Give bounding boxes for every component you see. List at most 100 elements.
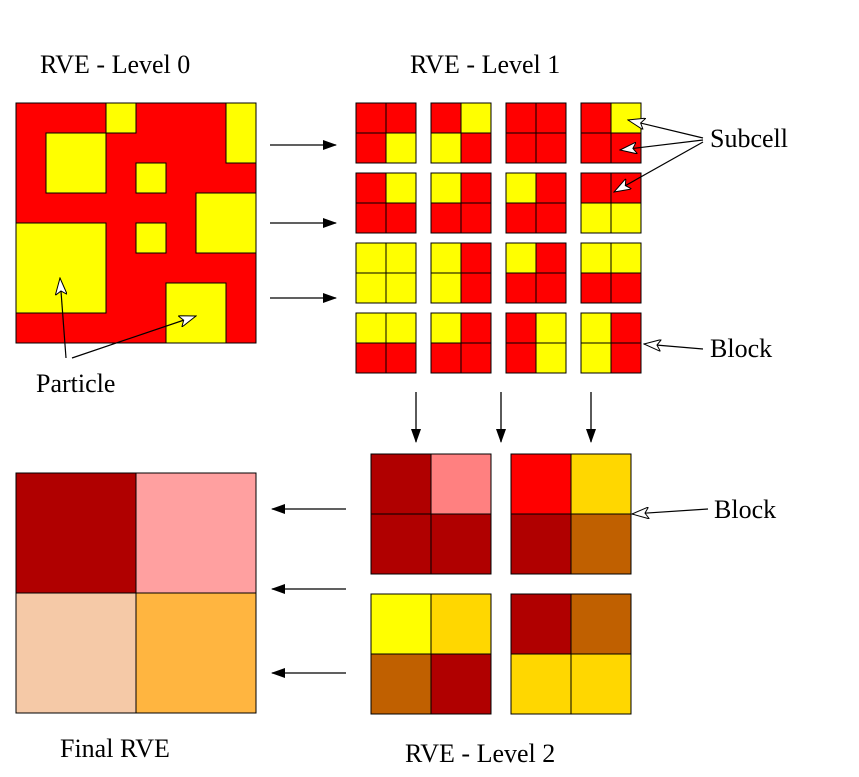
level1-subcell <box>610 342 642 374</box>
level1-subcell <box>385 312 417 344</box>
level1-subcell <box>355 342 387 374</box>
arrows-level2-to-final <box>271 504 346 678</box>
level0-particle <box>45 132 107 194</box>
level1-subcell <box>355 132 387 164</box>
level1-subcell <box>355 172 387 204</box>
level1-block <box>580 242 642 304</box>
particle-pointer <box>60 278 66 359</box>
level2-subcell <box>370 453 432 515</box>
level1-subcell <box>430 312 462 344</box>
level2-block <box>510 593 632 715</box>
level1-subcell <box>535 272 567 304</box>
level1-block <box>580 312 642 374</box>
level1-block <box>430 172 492 234</box>
level2-subcell <box>570 593 632 655</box>
particle-label: Particle <box>36 369 115 398</box>
level1-block <box>430 312 492 374</box>
level2-subcell <box>570 453 632 515</box>
level2-block <box>510 453 632 575</box>
level1-subcell <box>610 312 642 344</box>
level1-subcell <box>535 202 567 234</box>
level1-subcell <box>535 312 567 344</box>
level1-subcell <box>505 342 537 374</box>
level1-subcell <box>355 242 387 274</box>
level0-title: RVE - Level 0 <box>40 50 190 79</box>
final-title: Final RVE <box>60 734 170 763</box>
level1-subcell <box>535 342 567 374</box>
final-cell <box>135 592 257 714</box>
level0-particle <box>105 102 137 134</box>
level1-block <box>355 312 417 374</box>
level1-rve <box>355 102 642 374</box>
particle-pointer <box>71 316 196 359</box>
level1-subcell <box>580 132 612 164</box>
level1-subcell <box>430 172 462 204</box>
block-level1-pointer <box>644 344 704 349</box>
subcell-pointer <box>614 141 704 192</box>
level1-block <box>430 102 492 164</box>
subcell-pointer <box>620 139 704 150</box>
final-cell <box>15 592 137 714</box>
level1-subcell <box>430 342 462 374</box>
level1-subcell <box>385 102 417 134</box>
level0-particle <box>135 162 167 194</box>
level2-subcell <box>370 653 432 715</box>
level1-block <box>505 242 567 304</box>
level1-subcell <box>430 272 462 304</box>
level1-subcell <box>580 202 612 234</box>
level2-subcell <box>570 653 632 715</box>
level0-particle <box>225 102 257 164</box>
level1-subcell <box>460 102 492 134</box>
level2-block <box>370 593 492 715</box>
level1-subcell <box>355 312 387 344</box>
level2-rve <box>370 453 632 715</box>
level0-particle <box>165 282 227 344</box>
level1-block <box>355 242 417 304</box>
level1-subcell <box>385 272 417 304</box>
level1-block <box>505 102 567 164</box>
level1-subcell <box>610 202 642 234</box>
level2-subcell <box>430 593 492 655</box>
block-level2-label: Block <box>714 495 776 524</box>
final-rve <box>15 472 257 714</box>
level1-block <box>430 242 492 304</box>
level1-block <box>580 102 642 164</box>
level1-block <box>505 312 567 374</box>
level0-particle <box>15 222 107 314</box>
level0-particle <box>135 222 167 254</box>
level2-subcell <box>570 513 632 575</box>
level2-subcell <box>430 513 492 575</box>
subcell-label: Subcell <box>710 124 788 153</box>
level1-subcell <box>610 102 642 134</box>
level2-block <box>370 453 492 575</box>
level1-subcell <box>385 242 417 274</box>
level1-subcell <box>610 272 642 304</box>
level2-subcell <box>510 453 572 515</box>
level2-subcell <box>430 653 492 715</box>
level1-subcell <box>610 242 642 274</box>
level0-particle <box>195 192 257 254</box>
level1-subcell <box>385 132 417 164</box>
level1-subcell <box>535 132 567 164</box>
level1-subcell <box>505 242 537 274</box>
level2-subcell <box>510 653 572 715</box>
block-level2-pointer <box>632 509 709 514</box>
level1-block <box>355 172 417 234</box>
level1-subcell <box>505 312 537 344</box>
level1-block <box>505 172 567 234</box>
level2-subcell <box>370 513 432 575</box>
final-cell <box>135 472 257 594</box>
level1-block <box>355 102 417 164</box>
level2-subcell <box>430 453 492 515</box>
level1-subcell <box>355 102 387 134</box>
arrows-level1-to-level2 <box>411 392 596 443</box>
level1-subcell <box>505 272 537 304</box>
block-level1-label: Block <box>710 334 772 363</box>
level1-subcell <box>535 242 567 274</box>
level1-subcell <box>535 102 567 134</box>
annotation-pointers <box>60 120 709 514</box>
level1-subcell <box>505 132 537 164</box>
level2-subcell <box>510 593 572 655</box>
level1-subcell <box>385 342 417 374</box>
